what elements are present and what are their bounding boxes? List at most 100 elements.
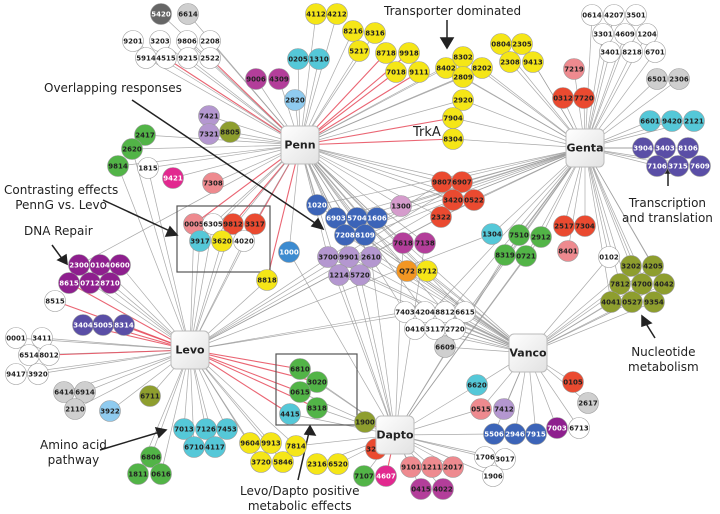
gene-node[interactable]: 6713 [568, 417, 590, 439]
gene-node[interactable]: 0712 [79, 272, 101, 294]
gene-node[interactable]: 1811 [127, 463, 149, 485]
gene-node[interactable]: 2620 [121, 138, 143, 160]
gene-node[interactable]: 9413 [522, 51, 544, 73]
gene-node[interactable]: 3020 [306, 371, 328, 393]
gene-node[interactable]: 4515 [155, 47, 177, 69]
gene-node[interactable]: 7814 [285, 435, 307, 457]
gene-node[interactable]: 6701 [644, 41, 666, 63]
gene-node[interactable]: 2322 [430, 206, 452, 228]
gene-node[interactable]: 6907 [451, 171, 473, 193]
gene-node[interactable]: 4609 [614, 23, 636, 45]
gene-node[interactable]: 1906 [482, 465, 504, 487]
gene-node[interactable]: 6620 [466, 374, 488, 396]
hub-vanco[interactable]: Vanco [508, 333, 548, 373]
gene-node[interactable]: 9918 [398, 42, 420, 64]
gene-node[interactable]: 1815 [137, 157, 159, 179]
gene-node[interactable]: 2610 [360, 246, 382, 268]
gene-node[interactable]: 0616 [150, 463, 172, 485]
gene-node[interactable]: 4041 [600, 291, 622, 313]
gene-node[interactable]: 1204 [636, 23, 658, 45]
gene-node[interactable]: 8202 [471, 57, 493, 79]
gene-node[interactable]: 6615 [454, 301, 476, 323]
gene-node[interactable]: 9420 [661, 110, 683, 132]
gene-node[interactable]: 4112 [305, 3, 327, 25]
gene-node[interactable]: 8314 [113, 314, 135, 336]
gene-node[interactable]: 0614 [581, 4, 603, 26]
gene-node[interactable]: 9201 [122, 30, 144, 52]
gene-node[interactable]: 2912 [530, 226, 552, 248]
gene-node[interactable]: 9215 [177, 47, 199, 69]
gene-node[interactable]: 1211 [421, 456, 443, 478]
gene-node[interactable]: 8710 [99, 272, 121, 294]
gene-node[interactable]: 2809 [452, 66, 474, 88]
gene-node[interactable]: 6710 [183, 436, 205, 458]
gene-node[interactable]: 7003 [546, 417, 568, 439]
gene-node[interactable]: 2517 [553, 215, 575, 237]
gene-node[interactable]: 6501 [646, 68, 668, 90]
gene-node[interactable]: 3404 [72, 314, 94, 336]
gene-node[interactable]: 9901 [338, 246, 360, 268]
gene-node[interactable]: 9807 [431, 171, 453, 193]
gene-node[interactable]: 6711 [139, 385, 161, 407]
gene-node[interactable]: 3317 [244, 213, 266, 235]
gene-node[interactable]: 4212 [326, 3, 348, 25]
gene-node[interactable]: 3904 [632, 137, 654, 159]
gene-node[interactable]: 2306 [668, 68, 690, 90]
gene-node[interactable]: 7013 [173, 418, 195, 440]
gene-node[interactable]: 1310 [308, 48, 330, 70]
gene-node[interactable]: 8216 [342, 20, 364, 42]
gene-node[interactable]: 2121 [683, 110, 705, 132]
gene-node[interactable]: 3720 [250, 451, 272, 473]
gene-node[interactable]: 0515 [470, 398, 492, 420]
gene-node[interactable]: 7812 [609, 273, 631, 295]
gene-node[interactable]: 1214 [328, 264, 350, 286]
gene-node[interactable]: 9812 [222, 213, 244, 235]
gene-node[interactable]: 0416 [404, 318, 426, 340]
gene-node[interactable]: 1706 [474, 446, 496, 468]
gene-node[interactable]: 8304 [442, 128, 464, 150]
gene-node[interactable]: 8012 [38, 344, 60, 366]
gene-node[interactable]: 1000 [278, 241, 300, 263]
gene-node[interactable]: 3920 [27, 363, 49, 385]
gene-node[interactable]: 2017 [442, 456, 464, 478]
gene-node[interactable]: 6609 [434, 336, 456, 358]
gene-node[interactable]: 4022 [432, 478, 454, 500]
gene-node[interactable]: 2305 [511, 33, 533, 55]
gene-node[interactable]: 5217 [348, 40, 370, 62]
gene-node[interactable]: 0312 [552, 87, 574, 109]
gene-node[interactable]: 4607 [375, 465, 397, 487]
gene-node[interactable]: 4700 [631, 273, 653, 295]
gene-node[interactable]: 0522 [463, 189, 485, 211]
gene-node[interactable]: 1606 [366, 207, 388, 229]
gene-node[interactable]: 8218 [621, 41, 643, 63]
gene-node[interactable]: 7018 [385, 61, 407, 83]
gene-node[interactable]: 0205 [287, 48, 309, 70]
gene-node[interactable]: 5720 [349, 264, 371, 286]
gene-node[interactable]: 3700 [317, 246, 339, 268]
gene-node[interactable]: 9604 [239, 432, 261, 454]
gene-node[interactable]: 2720 [444, 318, 466, 340]
gene-node[interactable]: 9417 [5, 363, 27, 385]
gene-node[interactable]: 3620 [211, 230, 233, 252]
gene-node[interactable]: 7138 [414, 232, 436, 254]
gene-node[interactable]: 5914 [135, 47, 157, 69]
gene-node[interactable]: 8718 [375, 42, 397, 64]
gene-node[interactable]: 9354 [643, 291, 665, 313]
gene-node[interactable]: 9006 [245, 68, 267, 90]
gene-node[interactable]: 0615 [289, 381, 311, 403]
gene-node[interactable]: 5420 [150, 3, 172, 25]
gene-node[interactable]: 7453 [216, 418, 238, 440]
gene-node[interactable]: 1300 [390, 195, 412, 217]
hub-penn[interactable]: Penn [280, 125, 320, 165]
gene-node[interactable]: 7106 [646, 155, 668, 177]
gene-node[interactable]: 0102 [598, 246, 620, 268]
gene-node[interactable]: 0600 [109, 254, 131, 276]
gene-node[interactable]: 8316 [364, 22, 386, 44]
gene-node[interactable]: 5506 [483, 423, 505, 445]
gene-node[interactable]: 2920 [452, 89, 474, 111]
gene-node[interactable]: 7126 [195, 418, 217, 440]
gene-node[interactable]: 2522 [199, 47, 221, 69]
gene-node[interactable]: 8318 [306, 397, 328, 419]
gene-node[interactable]: 7510 [508, 224, 530, 246]
gene-node[interactable]: 8302 [452, 46, 474, 68]
